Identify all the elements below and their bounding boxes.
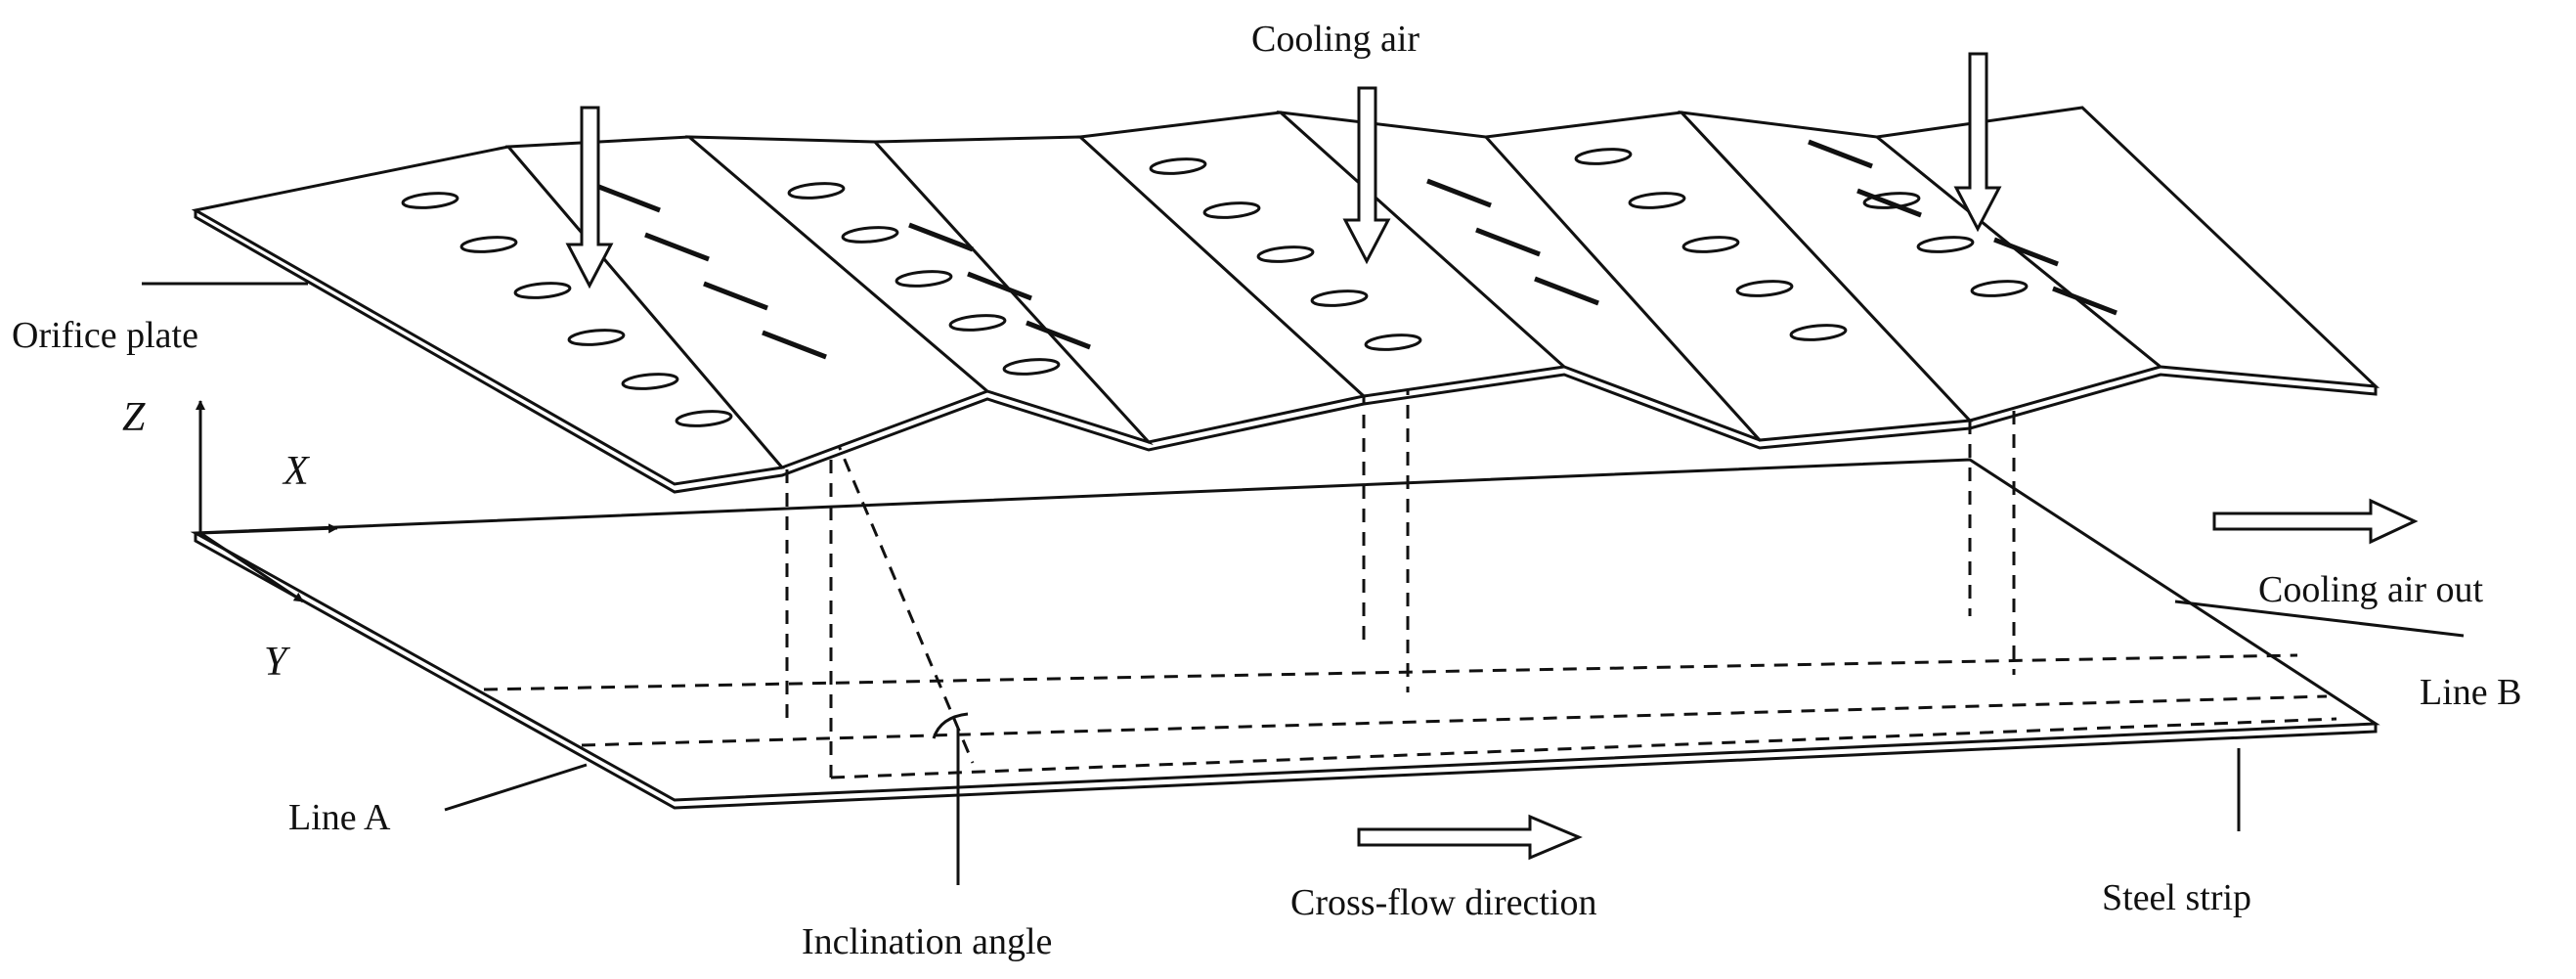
inclination-angle-label: Inclination angle <box>802 921 1052 962</box>
orifice-plate <box>191 106 2380 486</box>
steel-strip-plate <box>190 458 2380 810</box>
cooling-air-out-label: Cooling air out <box>2258 569 2484 610</box>
line-a-leader <box>444 763 588 812</box>
cooling-air-label: Cooling air <box>1251 19 1419 60</box>
cooling-air-out-arrow <box>2212 498 2419 545</box>
projection-dashed-lines <box>483 381 2337 779</box>
inclination-angle-arc <box>932 712 969 739</box>
steel-strip-label: Steel strip <box>2102 877 2251 918</box>
orifice-dash-slots <box>595 139 2118 360</box>
line-a-label: Line A <box>288 797 391 838</box>
cross-flow-direction-label: Cross-flow direction <box>1290 882 1596 923</box>
cooling-air-arrows <box>565 52 2002 289</box>
line-b-label: Line B <box>2420 672 2521 713</box>
y-axis <box>199 531 304 603</box>
coordinate-axes <box>196 400 338 603</box>
cooling-air-arrow-middle <box>1342 86 1391 265</box>
x-axis <box>199 523 338 535</box>
cooling-air-arrow-right <box>1953 52 2002 233</box>
axis-z-label: Z <box>122 395 146 440</box>
orifice-plate-edge <box>194 210 2378 494</box>
orifice-plate-label: Orifice plate <box>12 315 198 356</box>
axis-y-label: Y <box>264 640 291 685</box>
leader-lines <box>142 282 2465 885</box>
cooling-air-out-leader <box>2174 600 2465 638</box>
cooling-air-arrow-left <box>565 106 614 289</box>
cross-flow-direction-arrow <box>1357 814 1583 861</box>
orifice-slots <box>401 148 2029 427</box>
axis-x-label: X <box>282 449 311 494</box>
